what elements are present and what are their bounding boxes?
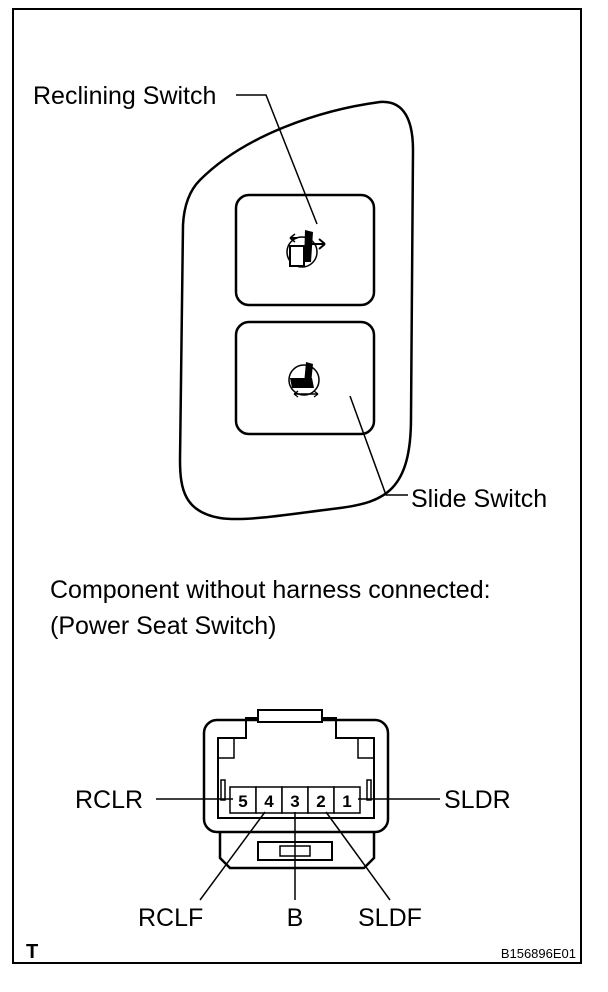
pin-2: 2 — [316, 792, 325, 811]
caption-line-2: (Power Seat Switch) — [50, 612, 276, 640]
terminal-sldr: SLDR — [444, 786, 511, 814]
slide-switch-label: Slide Switch — [411, 485, 547, 513]
switch-panel — [178, 100, 415, 521]
terminal-b: B — [287, 904, 304, 932]
pin-3: 3 — [290, 792, 299, 811]
reclining-switch[interactable] — [234, 193, 376, 307]
seat-slide-icon — [290, 362, 319, 398]
terminal-sldf: SLDF — [358, 904, 422, 932]
terminal-rclr: RCLR — [75, 786, 143, 814]
pin-4: 4 — [264, 792, 274, 811]
footer-mark: T — [26, 941, 38, 963]
terminal-rclf: RCLF — [138, 904, 203, 932]
rclf-leader — [199, 811, 266, 901]
figure-id: B156896E01 — [501, 946, 576, 961]
sldf-leader — [325, 811, 391, 901]
reclining-switch-label: Reclining Switch — [33, 82, 216, 110]
pin-1: 1 — [342, 792, 351, 811]
figure-frame — [12, 8, 582, 964]
pin-5: 5 — [238, 792, 247, 811]
caption-line-1: Component without harness connected: — [50, 576, 491, 604]
slide-switch[interactable] — [234, 320, 376, 436]
connector — [202, 709, 390, 870]
seatback-recline-icon — [289, 230, 326, 267]
slide-switch-leader — [349, 395, 408, 496]
reclining-switch-leader — [236, 94, 318, 225]
